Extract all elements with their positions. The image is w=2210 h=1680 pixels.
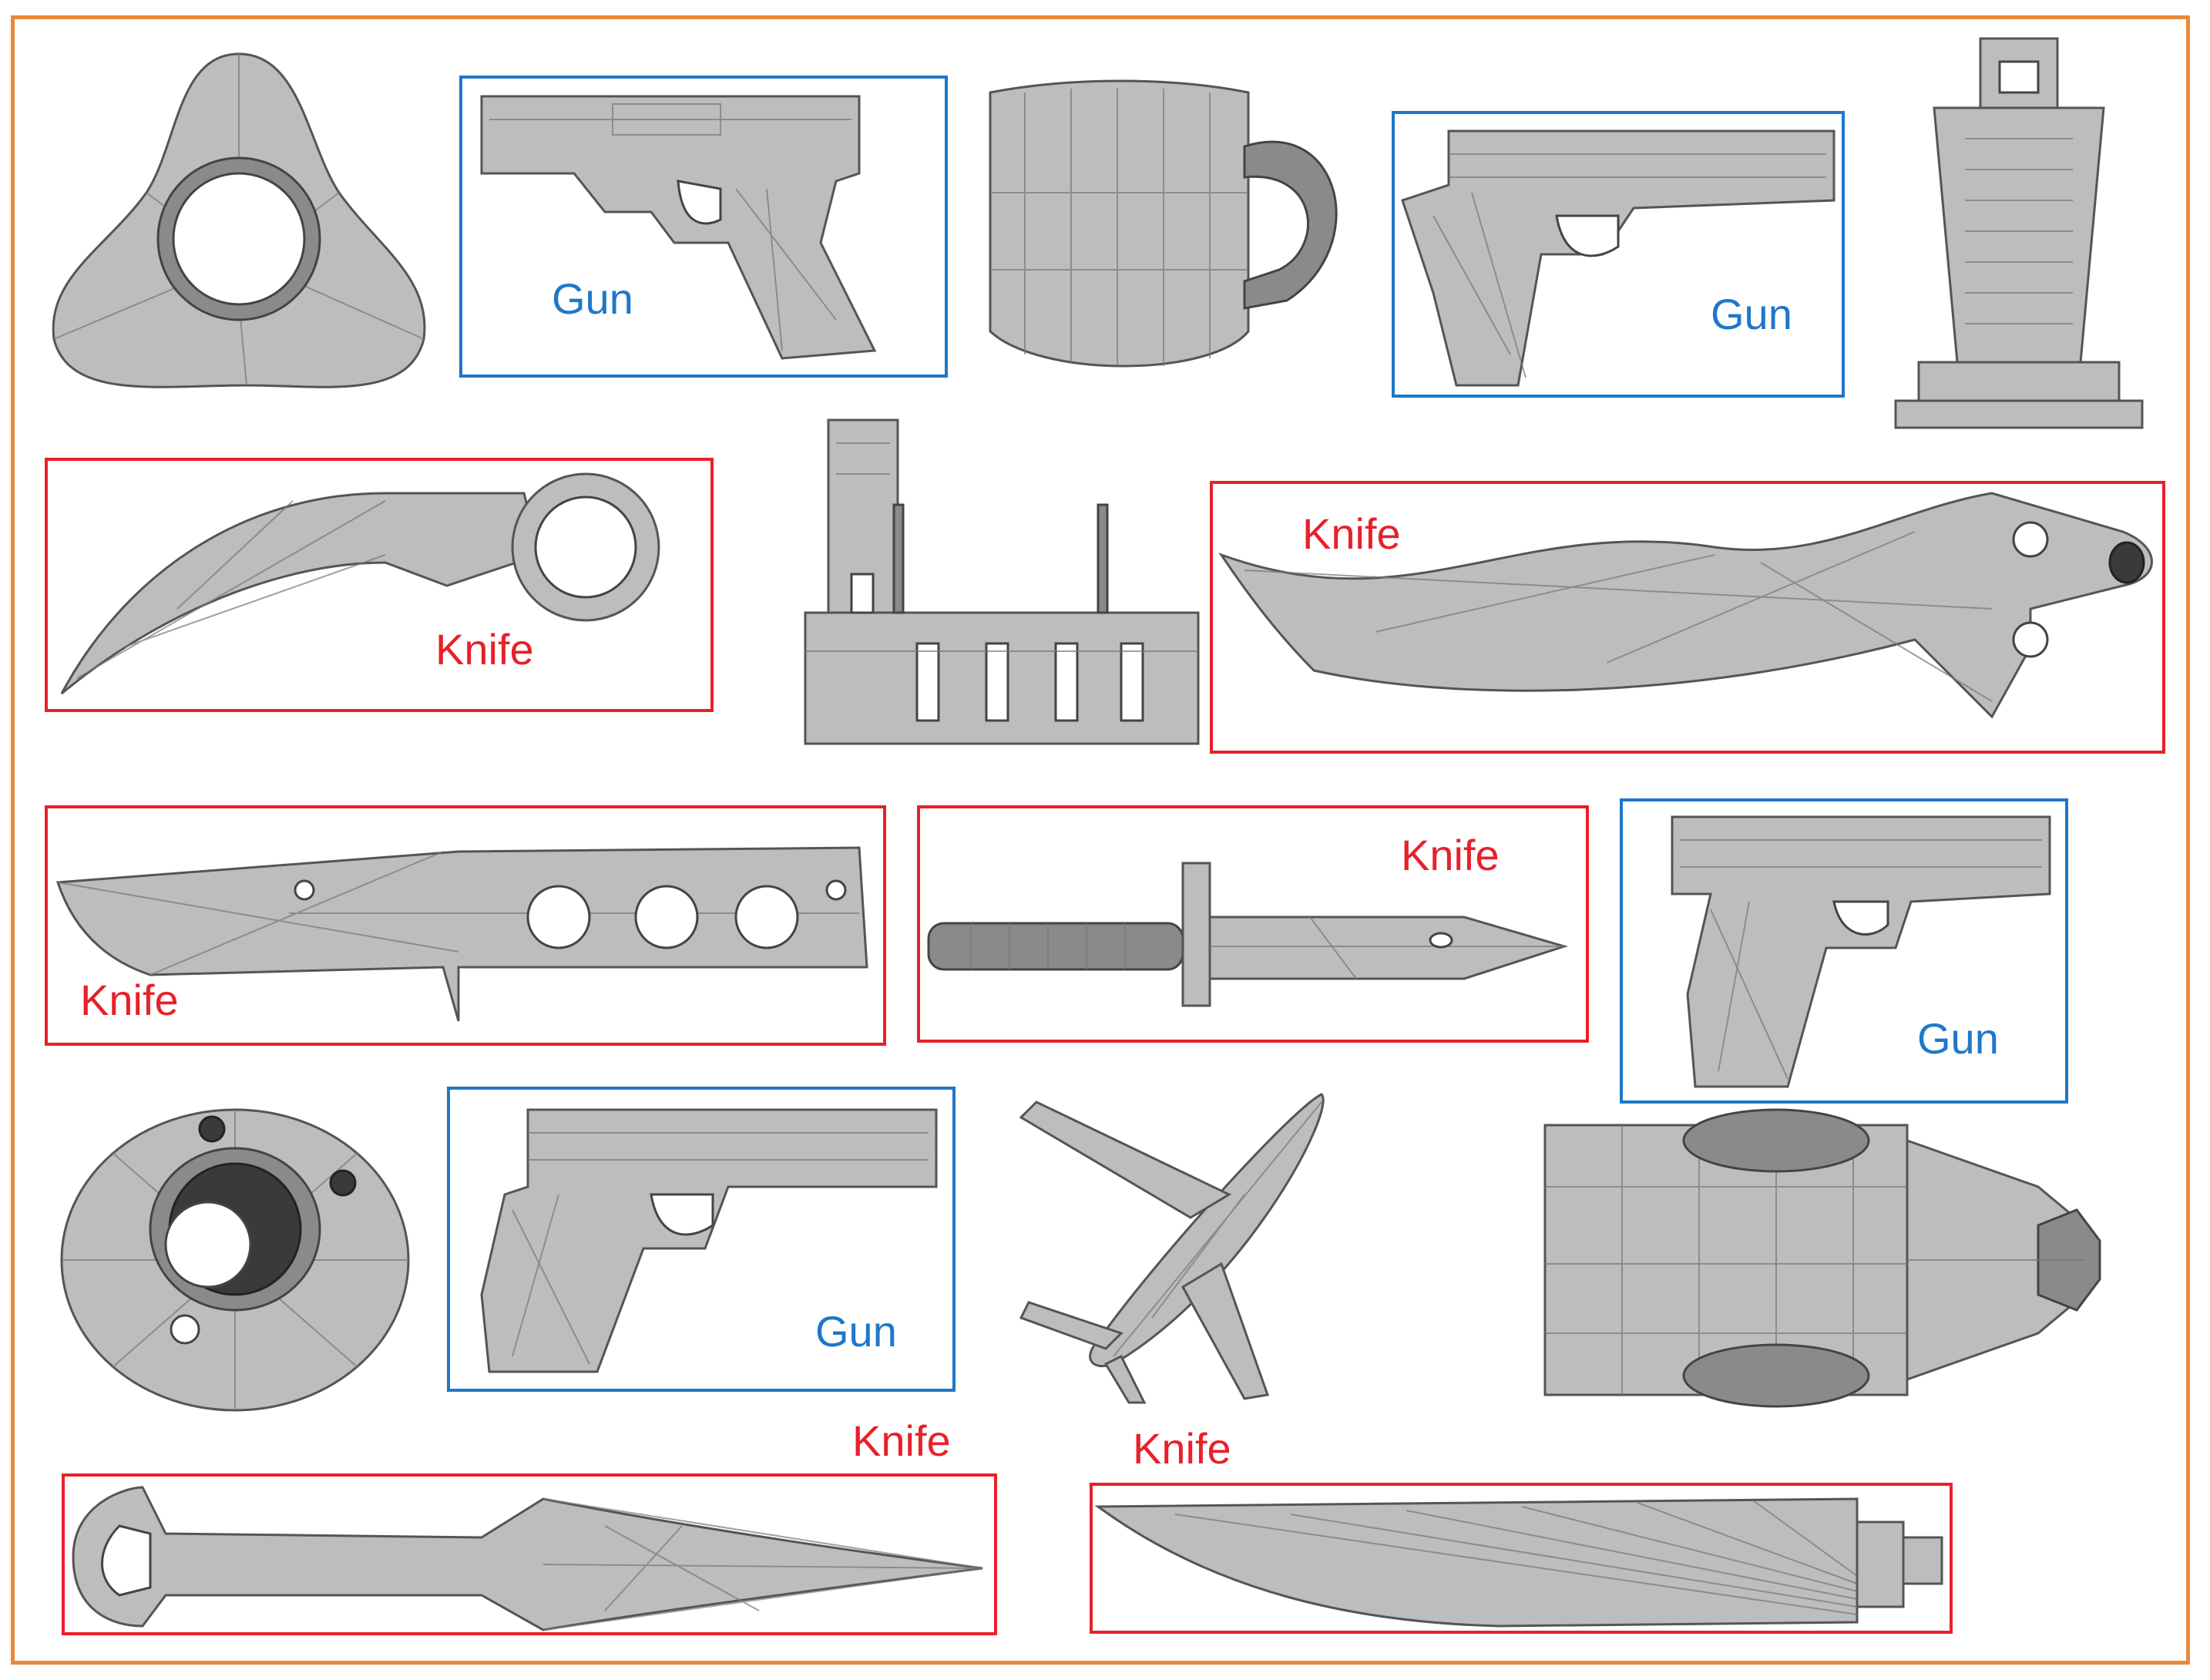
sword-knife-mesh [1218,492,2153,719]
kunai-knife-mesh [72,1486,983,1631]
gun-annotation-box-2 [1392,111,1845,398]
pistol-mesh-3 [1671,815,2051,1088]
mug-mesh [989,79,1338,368]
gun-label-1: Gun [552,274,633,323]
knife-label-6: Knife [1133,1424,1231,1473]
bayonet-knife-mesh [927,862,1569,1007]
armored-figure-mesh [1543,1108,2101,1408]
pistol-mesh-1 [480,95,877,360]
knife-label-2: Knife [1302,509,1401,558]
castle-wall-mesh [804,418,1200,745]
airplane-mesh [1019,1093,1325,1404]
pistol-mesh-4 [480,1108,938,1373]
knife-annotation-box-6 [1090,1483,1953,1634]
knife-label-4: Knife [1401,831,1500,879]
gun-annotation-box-1 [459,76,948,378]
gun-label-4: Gun [815,1307,897,1356]
knife-label-5: Knife [852,1416,951,1465]
pistol-mesh-2 [1401,129,1836,387]
combat-knife-mesh [55,846,868,1022]
tower-mesh [1894,37,2144,429]
knife-label-3: Knife [80,976,179,1024]
knife-annotation-box-2 [1210,481,2165,754]
knife-label-1: Knife [435,625,534,674]
knife-annotation-box-3 [45,805,886,1046]
knife-annotation-box-1 [45,458,714,712]
fidget-spinner-mesh [52,52,426,388]
round-disk-mesh [60,1108,410,1412]
gun-label-3: Gun [1917,1014,1999,1063]
knife-annotation-box-4 [917,805,1589,1043]
gun-annotation-box-3 [1620,798,2068,1104]
gun-annotation-box-4 [447,1087,956,1392]
knife-annotation-box-5 [62,1473,997,1635]
gun-label-2: Gun [1711,290,1792,338]
kitchen-knife-mesh [1094,1497,1943,1628]
figure-frame [11,15,2190,1665]
karambit-knife-mesh [60,472,660,695]
